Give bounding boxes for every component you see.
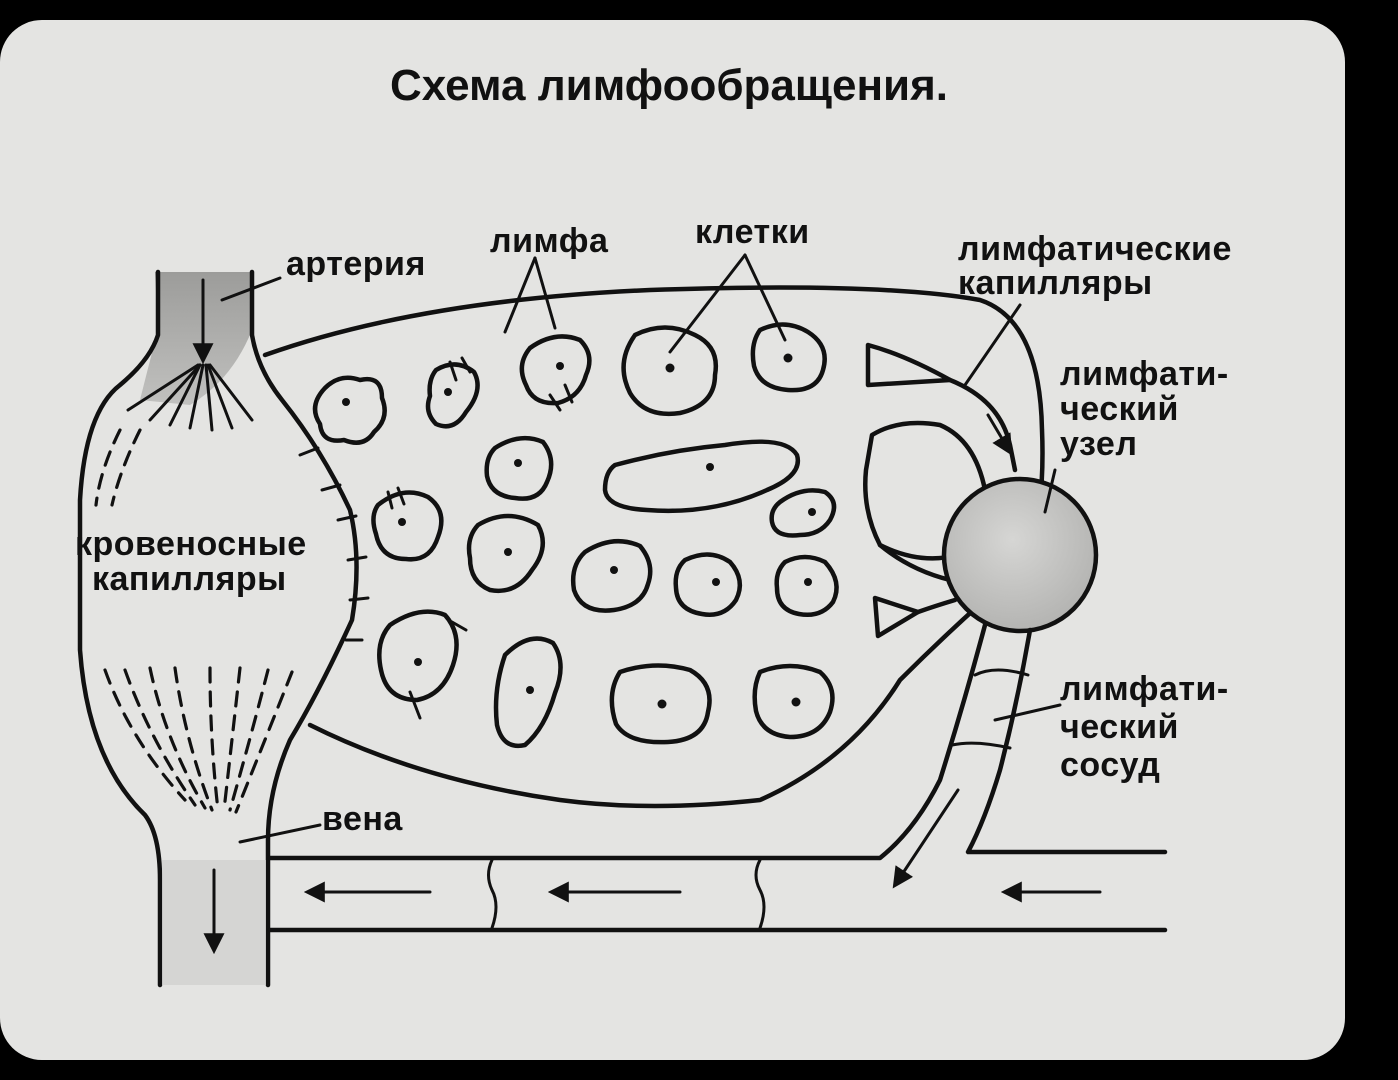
lymph-vessel — [267, 622, 1168, 933]
diagram-title: Схема лимфообращения. — [390, 61, 948, 110]
label-cells: клетки — [695, 213, 810, 251]
leader-lines — [220, 253, 1062, 844]
label-lymph-node-line2: ческий — [1060, 390, 1179, 428]
artery-shade — [140, 272, 252, 405]
label-blood-capillaries-line1: кровеносные — [75, 525, 307, 563]
label-vein: вена — [322, 800, 403, 838]
label-lymph-vessel-line1: лимфати- — [1060, 670, 1229, 708]
label-lymph: лимфа — [490, 222, 609, 260]
tissue-cells — [312, 322, 839, 749]
label-lymph-vessel-line3: сосуд — [1060, 746, 1160, 784]
blood-vessel — [77, 269, 370, 988]
label-lymph-capillaries-line1: лимфатические — [958, 230, 1232, 268]
lymph-node — [941, 476, 1099, 634]
label-blood-capillaries-line2: капилляры — [92, 560, 287, 598]
label-lymph-node-line1: лимфати- — [1060, 355, 1229, 393]
label-lymph-capillaries-line2: капилляры — [958, 264, 1153, 302]
label-lymph-vessel-line2: ческий — [1060, 708, 1179, 746]
slide-background — [0, 20, 1345, 1060]
label-lymph-node-line3: узел — [1060, 425, 1137, 463]
lymph-flow-marks — [386, 356, 574, 720]
label-artery: артерия — [286, 245, 426, 283]
